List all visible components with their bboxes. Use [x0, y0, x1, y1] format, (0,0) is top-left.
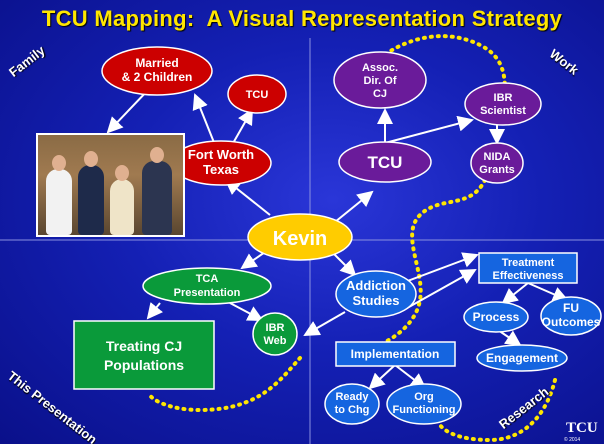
- svg-text:TCU: TCU: [246, 89, 269, 101]
- svg-text:Engagement: Engagement: [486, 351, 558, 365]
- slide-title: TCU Mapping: A Visual Representation Str…: [41, 6, 563, 31]
- node-treating-cj: Treating CJ Populations: [73, 320, 215, 390]
- svg-text:Process: Process: [473, 310, 520, 324]
- node-tcu-work: TCU: [338, 141, 432, 183]
- tcu-logo: TCU: [566, 420, 598, 436]
- svg-text:Scientist: Scientist: [480, 105, 526, 117]
- svg-text:Populations: Populations: [104, 357, 184, 373]
- svg-text:Org: Org: [414, 391, 434, 403]
- node-treatment-effectiveness: Treatment Effectiveness: [478, 252, 578, 284]
- svg-text:Presentation: Presentation: [174, 287, 241, 299]
- node-fu-outcomes: FU Outcomes: [540, 296, 602, 336]
- svg-text:CJ: CJ: [373, 88, 387, 100]
- svg-text:TCA: TCA: [196, 273, 219, 285]
- svg-text:Functioning: Functioning: [393, 404, 456, 416]
- svg-text:Kevin: Kevin: [273, 228, 327, 250]
- node-org-functioning: Org Functioning: [386, 383, 462, 425]
- node-tcu-family: TCU: [227, 74, 287, 114]
- node-ibr-web: IBR Web: [252, 312, 298, 356]
- family-photo: [36, 133, 185, 237]
- node-addiction-studies: Addiction Studies: [335, 270, 417, 318]
- node-implementation: Implementation: [335, 341, 456, 367]
- node-ready-to-chg: Ready to Chg: [324, 383, 380, 425]
- svg-text:& 2 Children: & 2 Children: [122, 70, 193, 84]
- node-engagement: Engagement: [476, 344, 568, 372]
- node-married: Married & 2 Children: [101, 46, 213, 96]
- node-tca-presentation: TCA Presentation: [142, 267, 272, 305]
- svg-text:to Chg: to Chg: [335, 404, 370, 416]
- svg-text:Implementation: Implementation: [351, 347, 440, 361]
- svg-text:Dir. Of: Dir. Of: [363, 75, 396, 87]
- svg-text:Fort Worth: Fort Worth: [188, 147, 254, 162]
- svg-text:Outcomes: Outcomes: [542, 315, 601, 329]
- dotted-path-research: [438, 378, 557, 443]
- svg-text:NIDA: NIDA: [484, 151, 511, 163]
- svg-text:IBR: IBR: [266, 322, 285, 334]
- svg-text:Treatment: Treatment: [502, 257, 555, 269]
- node-assoc-dir: Assoc. Dir. Of CJ: [333, 51, 427, 109]
- svg-text:Addiction: Addiction: [346, 278, 406, 293]
- node-process: Process: [463, 301, 529, 333]
- svg-text:Grants: Grants: [479, 164, 514, 176]
- node-fort-worth: Fort Worth Texas: [170, 140, 272, 186]
- svg-text:IBR: IBR: [494, 92, 513, 104]
- svg-text:Effectiveness: Effectiveness: [493, 270, 564, 282]
- svg-text:FU: FU: [563, 301, 579, 315]
- svg-text:Assoc.: Assoc.: [362, 62, 398, 74]
- dotted-path-center: [343, 178, 487, 357]
- svg-text:Married: Married: [135, 56, 178, 70]
- node-kevin: Kevin: [247, 213, 353, 261]
- svg-text:Ready: Ready: [335, 391, 369, 403]
- svg-text:Texas: Texas: [203, 162, 239, 177]
- dotted-path-presentation: [146, 356, 302, 413]
- svg-text:Treating CJ: Treating CJ: [106, 338, 182, 354]
- svg-text:Studies: Studies: [353, 293, 400, 308]
- svg-text:TCU: TCU: [368, 153, 403, 172]
- tcu-logo-year: © 2014: [564, 437, 581, 443]
- node-nida-grants: NIDA Grants: [470, 142, 524, 184]
- node-ibr-scientist: IBR Scientist: [464, 82, 542, 126]
- svg-text:Web: Web: [263, 335, 286, 347]
